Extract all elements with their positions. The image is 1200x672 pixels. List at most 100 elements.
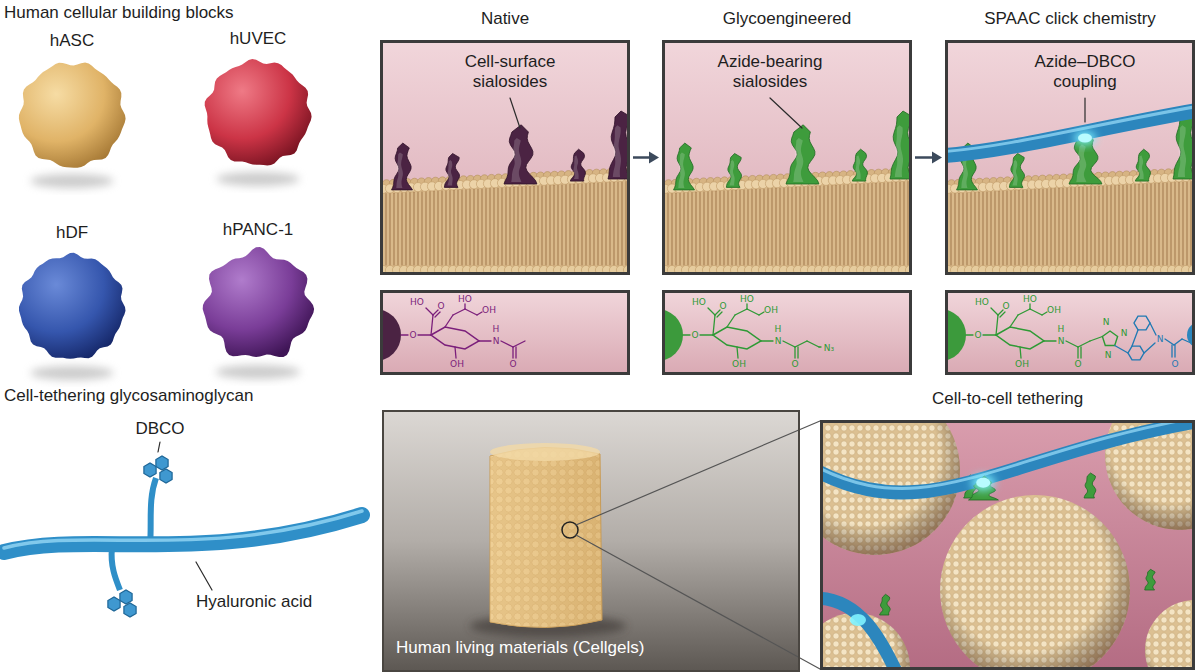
lipid-tail [465, 190, 466, 265]
sialoside [786, 125, 819, 184]
block-top [490, 443, 600, 461]
bond-line [1030, 309, 1042, 315]
cell-shading [1145, 600, 1195, 670]
cell-shadow [216, 172, 299, 186]
lipid-tail [501, 188, 502, 265]
lipid-tail [847, 185, 848, 265]
lipid-tail [589, 184, 590, 266]
coupling-glow [1074, 131, 1096, 145]
lipid-tail [513, 187, 514, 265]
lipid-tail [1026, 190, 1027, 265]
sialoside [444, 154, 459, 188]
bond-line [1174, 345, 1175, 357]
atom-label: O [1002, 302, 1009, 311]
lipid-tail [581, 184, 582, 265]
lipid-tail [899, 182, 900, 265]
lipid-tail [675, 193, 676, 265]
bond-line [1115, 346, 1128, 354]
lipid-tail [974, 193, 975, 266]
atom-label: N [1058, 337, 1065, 346]
lipid-tail [950, 194, 951, 265]
leader-line [196, 562, 212, 590]
lipid-tail [715, 191, 716, 265]
bond-line [1144, 343, 1155, 353]
sialoside-shine [678, 153, 685, 188]
lipid-tail [1122, 185, 1123, 265]
lipid-tail [1106, 186, 1107, 265]
panel-heading: Native [380, 9, 630, 29]
lipid-tail [691, 193, 692, 266]
lipid-tail [703, 192, 704, 265]
lipid-tail [863, 184, 864, 265]
lipid-tail [1078, 187, 1079, 265]
bond-line [453, 309, 465, 315]
lipid-tail [779, 188, 780, 265]
membrane-body [662, 175, 912, 275]
bond-line [1165, 339, 1174, 345]
bond-line [401, 334, 408, 335]
lipid-tail [962, 193, 963, 265]
structure-box: OHOOHOOHOHHNO [380, 290, 630, 375]
sialoside-shine [793, 138, 803, 182]
structure-ground [380, 290, 630, 375]
lipid-tail [517, 187, 518, 265]
lipid-tail [787, 188, 788, 265]
lipid-tail [903, 182, 904, 265]
bond-line [819, 346, 821, 347]
lipid-tail [385, 194, 386, 265]
lipid-tail [1158, 183, 1159, 265]
lipid-tail [1074, 188, 1075, 266]
lipid-tail [521, 187, 522, 265]
structure-box: OHOOHOOHOHHNON₃ [662, 290, 912, 375]
sialoside [392, 143, 413, 190]
lipid-tail [1170, 183, 1171, 265]
sialoside [1135, 149, 1150, 181]
atom-label: OH [1015, 360, 1029, 369]
atom-label: HO [410, 298, 424, 307]
panel-heading: hASC [0, 31, 149, 51]
lipid-tail [775, 188, 776, 265]
sialoside [504, 125, 537, 184]
lipid-tail [735, 190, 736, 265]
zoom-line [576, 421, 820, 525]
section-title: Human cellular building blocks [4, 3, 324, 23]
atom-label: HO [458, 295, 472, 304]
lipid-tail [739, 190, 740, 265]
atom-label: O [719, 302, 726, 311]
lipid-tail [970, 193, 971, 265]
lipid-tail [605, 183, 606, 265]
lipid-tail [827, 186, 828, 265]
lipid-tail [393, 193, 394, 265]
lipid-tail [823, 186, 824, 265]
process-arrow [633, 152, 659, 164]
lipid-tail [795, 187, 796, 265]
arrow-shaft [633, 156, 651, 159]
bond-line [501, 341, 513, 347]
cell-shadow [30, 366, 113, 380]
process-arrow [915, 152, 942, 164]
bond-line [477, 312, 482, 315]
bond-line [1010, 315, 1018, 327]
bond-line [761, 340, 773, 341]
coupling-point [1078, 134, 1092, 143]
dbco-ring [124, 603, 136, 617]
stage-panel: GlycoengineeredAzide-bearing sialosides [662, 40, 912, 275]
lipid-tail [687, 193, 688, 265]
bond-line [717, 312, 722, 317]
block-shade [490, 447, 602, 627]
lipid-tail [843, 185, 844, 265]
lipid-tail [871, 184, 872, 266]
lipid-tail [1086, 187, 1087, 265]
bond-line [983, 334, 996, 335]
callout-text: Cell-surface sialosides [440, 52, 580, 93]
atom-label: O [409, 331, 416, 340]
part-label: Hyaluronic acid [196, 592, 366, 612]
lipid-tail [453, 190, 454, 265]
bond-line [713, 315, 715, 335]
lipid-tail [1018, 190, 1019, 265]
stage-panel: NativeCell-surface sialosides [380, 40, 630, 275]
lipid-tail [683, 193, 684, 265]
panel-heading: Glycoengineered [662, 9, 912, 29]
